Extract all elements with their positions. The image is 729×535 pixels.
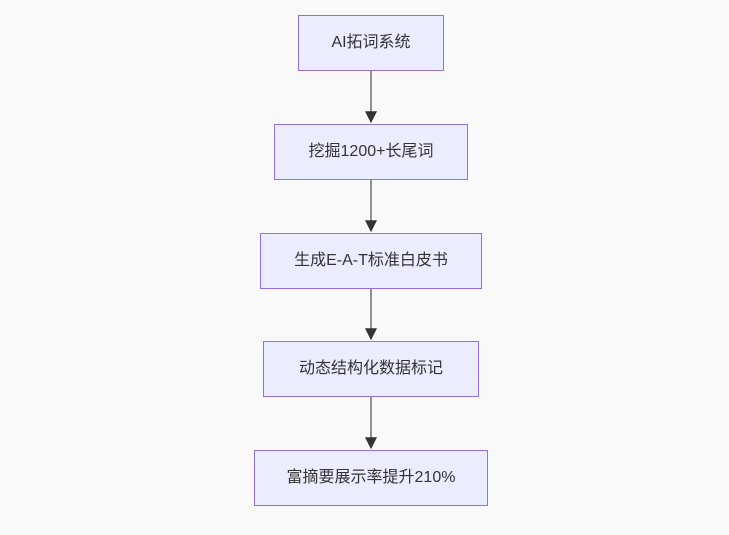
flowchart-node-rich-snippet-result: 富摘要展示率提升210% [254, 450, 488, 506]
node-label: 生成E-A-T标准白皮书 [294, 252, 448, 269]
flowchart-node-longtail-mining: 挖掘1200+长尾词 [274, 124, 468, 180]
node-label: 动态结构化数据标记 [298, 360, 443, 377]
flowchart-node-ai-word-system: AI拓词系统 [298, 15, 444, 71]
node-label: 挖掘1200+长尾词 [308, 143, 434, 160]
flowchart-node-structured-data: 动态结构化数据标记 [263, 341, 479, 397]
node-label: AI拓词系统 [331, 34, 411, 51]
flowchart-node-eat-whitepaper: 生成E-A-T标准白皮书 [260, 233, 482, 289]
node-label: 富摘要展示率提升210% [286, 469, 456, 486]
